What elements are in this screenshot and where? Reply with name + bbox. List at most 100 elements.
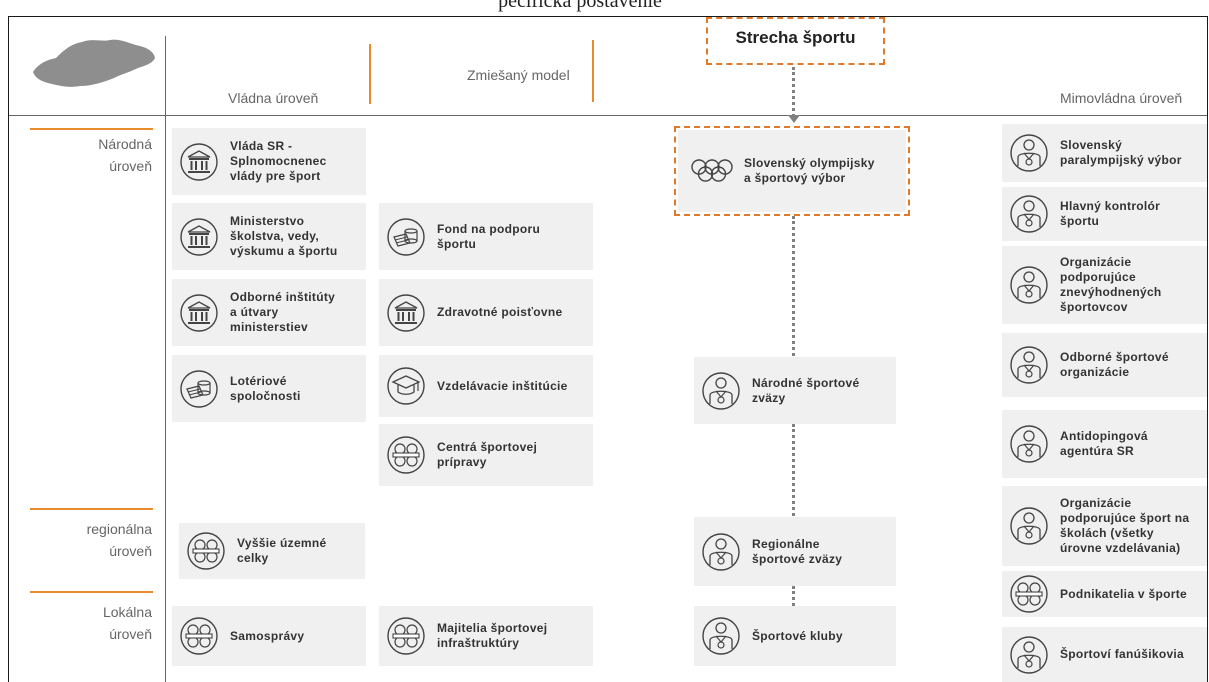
level-regional: regionálna úroveň — [40, 518, 152, 562]
government-building-icon — [178, 141, 220, 183]
athlete-medal-icon — [1008, 132, 1050, 174]
government-building-icon — [178, 292, 220, 334]
level-local-accent — [30, 591, 153, 593]
card-sportove-kluby: Športové kluby — [694, 606, 896, 666]
header-mixed: Zmiešaný model — [467, 67, 570, 83]
card-line: Centrá športovej — [437, 440, 538, 454]
card-line: podporujúce šport na — [1060, 511, 1190, 525]
card-line: školstva, vedy, — [230, 229, 319, 243]
card-line: Zdravotné poisťovne — [437, 305, 563, 319]
card-line: znevýhodnených — [1060, 285, 1162, 299]
connector-nsz-rsz — [792, 424, 795, 516]
card-line: Splnomocnenec — [230, 154, 327, 168]
olympic-committee-highlight — [674, 126, 910, 216]
card-vzdelavacie-institucie: Vzdelávacie inštitúcie — [379, 355, 593, 417]
government-building-icon — [385, 292, 427, 334]
card-line: Fond na podporu — [437, 221, 541, 236]
card-line: Slovenský olympijsky — [744, 156, 875, 170]
header-government: Vládna úroveň — [228, 90, 319, 106]
roof-title: Strecha športu — [735, 28, 856, 47]
card-line: zväzy — [752, 390, 786, 405]
card-line: Lotériové — [230, 373, 287, 388]
card-line: Vláda SR - — [230, 139, 293, 153]
card-line: paralympijský výbor — [1060, 153, 1182, 167]
card-zdravotne-poistovne: Zdravotné poisťovne — [379, 279, 593, 346]
card-line: a športový výbor — [744, 171, 846, 185]
athlete-medal-icon — [1008, 264, 1050, 306]
level-local: Lokálna úroveň — [40, 601, 152, 645]
header-divider — [9, 115, 1207, 116]
card-line: vlády pre šport — [230, 169, 321, 183]
card-samospravy: Samosprávy — [172, 606, 366, 666]
card-line: Regionálne — [752, 536, 820, 551]
top-caption: pecifická postavenie — [430, 0, 730, 12]
athlete-medal-icon — [1008, 505, 1050, 547]
map-flower-icon — [385, 434, 427, 476]
card-line: Ministerstvo — [230, 214, 305, 228]
card-line: Samosprávy — [230, 628, 305, 643]
card-line: ministerstiev — [230, 320, 308, 334]
arrow-down-icon — [788, 115, 800, 123]
card-line: Odborné športové — [1060, 350, 1169, 364]
card-podnikatelia-v-sporte: Podnikatelia v športe — [1002, 571, 1207, 617]
athlete-medal-icon — [700, 615, 742, 657]
map-flower-icon — [178, 615, 220, 657]
card-line: športovcov — [1060, 300, 1128, 314]
column-divider-left — [165, 36, 166, 682]
card-line: Športoví fanúšikovia — [1060, 647, 1185, 661]
athlete-medal-icon — [1008, 193, 1050, 235]
slovakia-map-icon — [33, 39, 155, 87]
level-regional-line2: úroveň — [109, 543, 152, 559]
card-line: Podnikatelia v športe — [1060, 586, 1188, 601]
card-line: Organizácie — [1060, 255, 1132, 269]
card-line: spoločnosti — [230, 388, 301, 403]
card-line: a útvary — [230, 305, 279, 319]
card-line: podporujúce — [1060, 270, 1136, 284]
map-flower-icon — [1008, 573, 1050, 615]
header-mixed-accent — [592, 40, 594, 102]
money-stack-icon — [385, 216, 427, 258]
card-line: Odborné inštitúty — [230, 290, 336, 304]
card-line: agentúra SR — [1060, 444, 1134, 458]
header-nongovernment: Mimovládna úroveň — [1060, 90, 1183, 106]
diagram-frame — [8, 16, 1208, 682]
level-regional-accent — [30, 508, 153, 510]
card-line: úrovne vzdelávania) — [1060, 541, 1181, 555]
money-stack-icon — [178, 368, 220, 410]
card-line: športu — [437, 236, 477, 251]
level-regional-line1: regionálna — [86, 521, 152, 537]
card-line: Organizácie — [1060, 496, 1132, 510]
athlete-medal-icon — [1008, 344, 1050, 386]
card-line: Hlavný kontrolór — [1060, 199, 1161, 213]
athlete-medal-icon — [1008, 634, 1050, 676]
header-government-accent — [369, 44, 371, 104]
level-local-line2: úroveň — [109, 626, 152, 642]
card-line: školách (všetky — [1060, 526, 1154, 540]
card-line: Slovenský — [1060, 138, 1123, 152]
government-building-icon — [178, 216, 220, 258]
level-local-line1: Lokálna — [102, 604, 152, 620]
level-national-line1: Národná — [98, 136, 152, 152]
athlete-medal-icon — [700, 531, 742, 573]
level-national-line2: úroveň — [109, 158, 152, 174]
roof-box — [706, 17, 885, 65]
card-line: Národné športové — [752, 375, 860, 390]
map-flower-icon — [185, 530, 227, 572]
card-line: celky — [237, 551, 269, 565]
